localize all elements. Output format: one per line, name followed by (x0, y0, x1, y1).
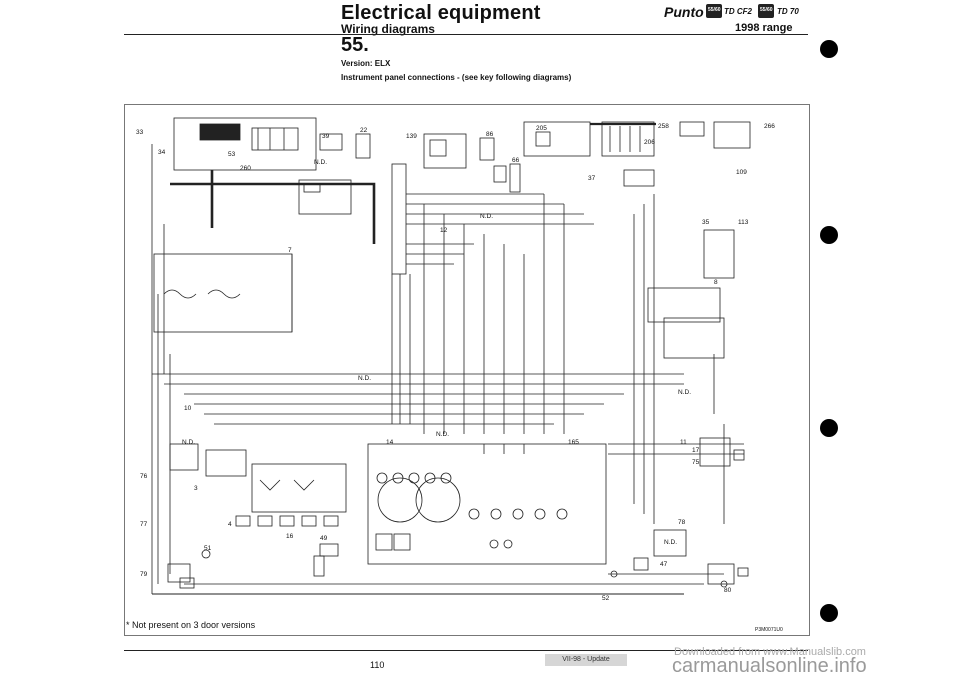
nd-label: N.D. (182, 439, 195, 446)
comp-49-label: 49 (320, 535, 328, 542)
footer-rule (124, 650, 808, 651)
watermark-small: Downloaded from www.Manualslib.com (674, 646, 866, 658)
binder-hole-icon (820, 226, 838, 244)
page-number: 110 (370, 660, 385, 670)
comp-77-label: 77 (140, 521, 148, 528)
comp-80-label: 80 (724, 587, 732, 594)
comp-34-label: 34 (158, 149, 166, 156)
engine-badge-icon: 55/60 (758, 4, 774, 18)
comp-7-label: 7 (288, 247, 292, 254)
nd-label: N.D. (664, 539, 677, 546)
update-label: VII-98 - Update (545, 654, 627, 666)
comp-11-label: 11 (680, 439, 687, 446)
engine-badge-icon: 55/60 (706, 4, 722, 18)
binder-hole-icon (820, 40, 838, 58)
header-rule (124, 34, 808, 35)
watermark-large: carmanualsonline.info (672, 655, 867, 677)
footnote: * Not present on 3 door versions (126, 620, 256, 630)
comp-22-label: 22 (360, 127, 368, 134)
comp-14-label: 14 (386, 439, 394, 446)
header-title: Electrical equipment (341, 2, 541, 24)
nd-label: N.D. (678, 389, 691, 396)
model-range: 1998 range (735, 22, 793, 34)
comp-10-label: 10 (184, 405, 192, 412)
comp-139-label: 139 (406, 133, 417, 140)
nd-label: N.D. (480, 213, 493, 220)
wiring-diagram: 33 34 53 260 39 22 139 86 66 205 258 266… (136, 117, 775, 602)
comp-51-label: 51 (204, 545, 212, 552)
nd-label: N.D. (436, 431, 449, 438)
comp-165-label: 165 (568, 439, 579, 446)
comp-8-label: 8 (714, 279, 718, 286)
engine-code-2: TD 70 (777, 7, 799, 16)
comp-12-label: 12 (440, 227, 448, 234)
comp-260-label: 260 (240, 165, 251, 172)
comp-16-label: 16 (286, 533, 294, 540)
comp-113-label: 113 (738, 219, 749, 226)
comp-35-label: 35 (702, 219, 710, 226)
comp-39-label: 39 (322, 133, 330, 140)
nd-label: N.D. (358, 375, 371, 382)
comp-52-label: 52 (602, 595, 610, 602)
comp-33-label: 33 (136, 129, 144, 136)
comp-66-label: 66 (512, 157, 520, 164)
section-description: Instrument panel connections - (see key … (341, 73, 572, 82)
section-version: Version: ELX (341, 59, 391, 68)
comp-78-label: 78 (678, 519, 686, 526)
comp-47-label: 47 (660, 561, 668, 568)
comp-3-label: 3 (194, 485, 198, 492)
engine-code-1: TD CF2 (724, 7, 752, 16)
comp-17-label: 17 (692, 447, 700, 454)
comp-76-label: 76 (140, 473, 148, 480)
model-name: Punto (664, 4, 704, 20)
header-subtitle: Wiring diagrams (341, 22, 435, 36)
binder-hole-icon (820, 419, 838, 437)
comp-206-label: 206 (644, 139, 655, 146)
drawing-reference: P3M0071U0 (755, 627, 783, 633)
comp-4-label: 4 (228, 521, 232, 528)
diagram-frame (124, 104, 810, 636)
comp-37-label: 37 (588, 175, 596, 182)
comp-86-label: 86 (486, 131, 494, 138)
comp-79-label: 79 (140, 571, 148, 578)
comp-266-label: 266 (764, 123, 775, 130)
nd-label: N.D. (314, 159, 327, 166)
comp-205-label: 205 (536, 125, 547, 132)
binder-hole-icon (820, 604, 838, 622)
comp-75-label: 75 (692, 459, 700, 466)
comp-258-label: 258 (658, 123, 669, 130)
comp-109-label: 109 (736, 169, 747, 176)
section-number: 55. (341, 34, 369, 56)
comp-53-label: 53 (228, 151, 236, 158)
